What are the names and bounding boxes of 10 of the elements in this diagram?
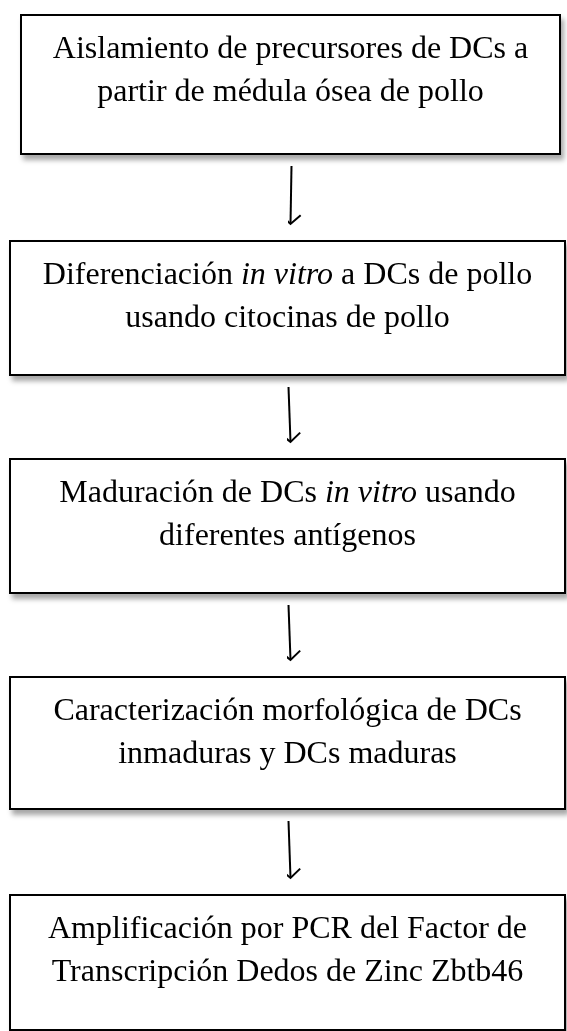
step-text: Aislamiento de precursores de DCs a partir de médula ósea de pollo	[51, 28, 530, 110]
step-text: Caracterización morfológica de DCs inmaduras y DCs maduras	[52, 690, 523, 772]
step-text: Maduración de DCs in vitro usando diferentes antígenos	[58, 472, 517, 554]
process-box	[9, 894, 566, 1031]
step-text: Amplificación por PCR del Factor de Transcripción Dedos de Zinc Zbtb46	[47, 908, 528, 990]
process-box	[20, 14, 561, 155]
process-box	[9, 240, 566, 376]
step-text: Diferenciación in vitro a DCs de pollo usando citocinas de pollo	[41, 254, 534, 336]
process-box	[9, 676, 566, 810]
process-box	[9, 458, 566, 594]
